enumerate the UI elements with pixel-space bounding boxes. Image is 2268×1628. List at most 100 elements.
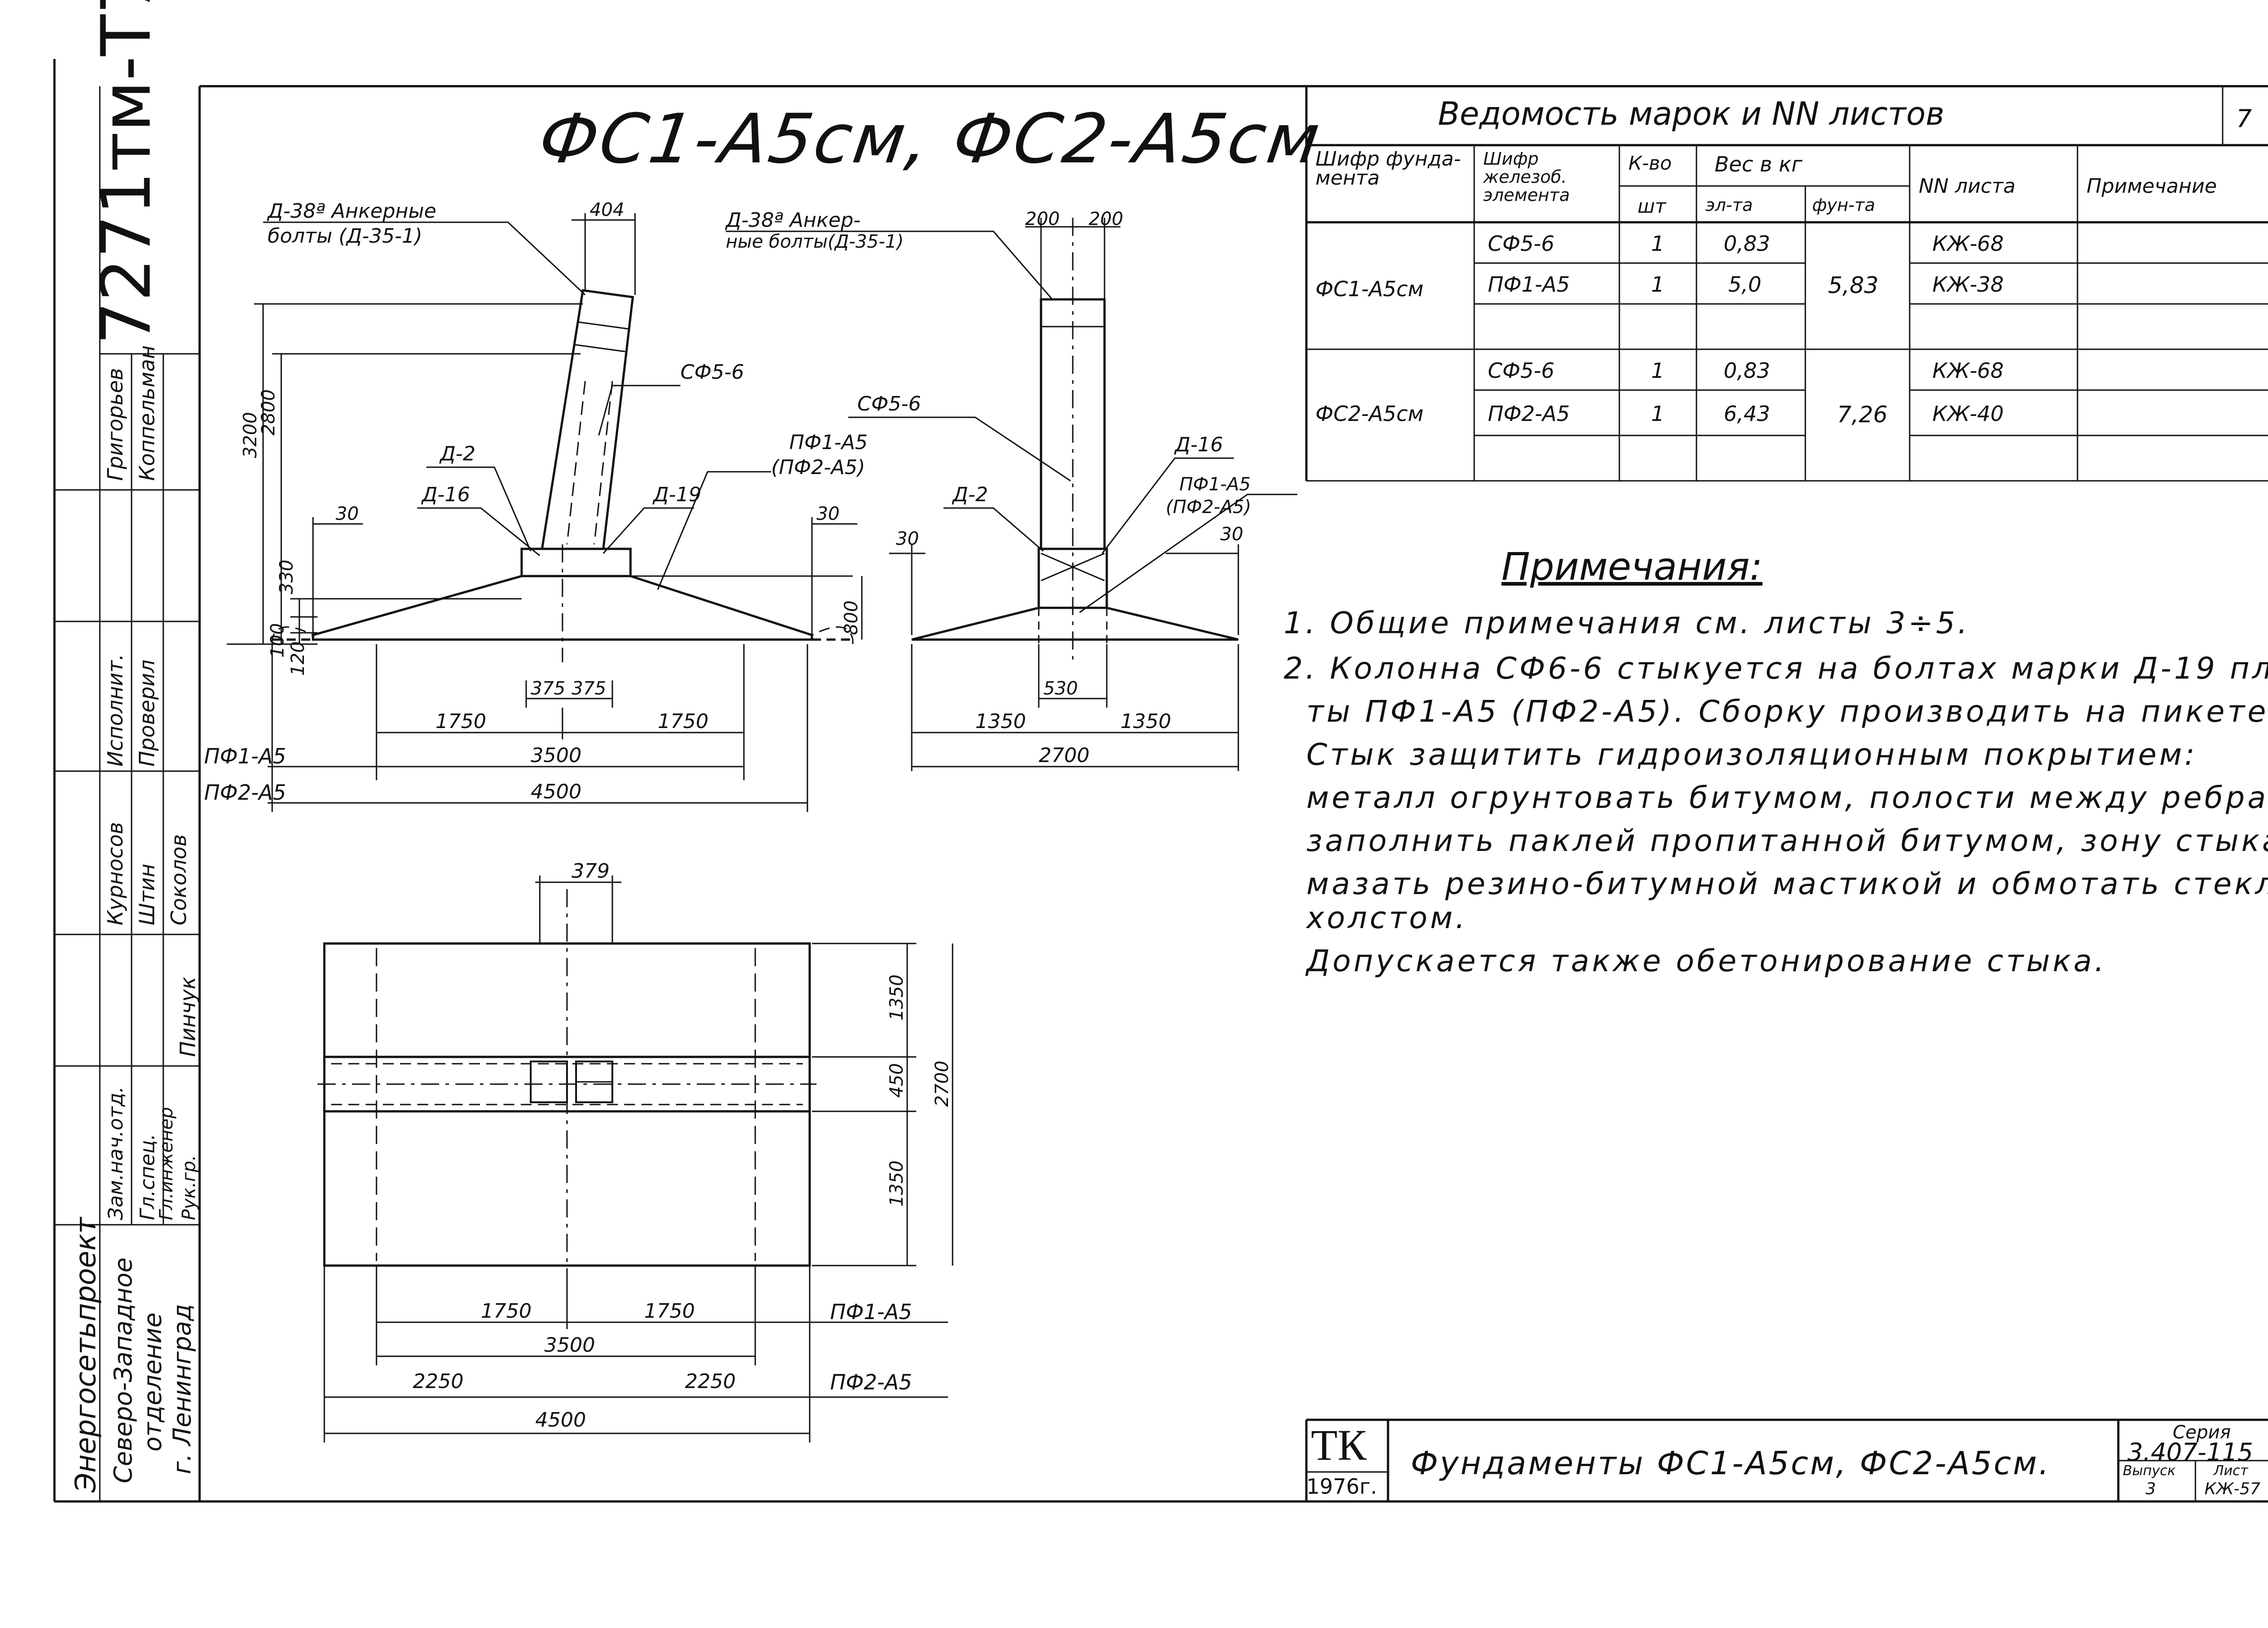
sheet-number: КЖ-57 [2204,1480,2261,1498]
drawing-title: ФС1-А5см, ФС2-А5см [534,100,1326,179]
label-anchor-right-2: ные болты(Д-35-1) [726,231,904,252]
dim-3200: 3200 [240,412,261,458]
issue-number: 3 [2146,1480,2156,1498]
row-qty-1: 1 [1651,231,1665,256]
dim-3500: 3500 [531,744,582,767]
row-sheet-4: КЖ-40 [1932,401,2004,426]
schedule-sheet-corner: 7 [2236,104,2252,133]
plan-label-pf2: ПФ2-А5 [830,1370,912,1394]
row-qty-4: 1 [1651,401,1665,426]
row-total-fs1: 5,83 [1828,272,1879,298]
row-sheet-3: КЖ-68 [1932,358,2004,383]
plan-dim-1350b: 1350 [886,1160,907,1207]
dim-530: 530 [1043,678,1078,699]
label-d19: Д-19 [653,483,702,506]
note-line-5: металл огрунтовать битумом, полости межд… [1306,780,2268,815]
label-d16-left: Д-16 [422,483,470,506]
plan-dim-1750a: 1750 [481,1300,532,1323]
dim-1350a: 1350 [975,710,1026,733]
row-element-3: СФ5-6 [1488,358,1554,383]
header-sheets: NN листа [1919,175,2016,198]
row-weight-3: 0,83 [1724,358,1770,383]
elevation-fs2 [726,218,1297,771]
elevation-fs1 [227,213,863,812]
issue-label: Выпуск [2123,1463,2176,1479]
label-pf-left-1: ПФ1-А5 [789,431,868,454]
stamp-city: г. Ленинград [168,1304,196,1474]
dim-330: 330 [276,560,297,594]
stamp-name-2: Штин [135,864,159,925]
label-pf2-a5: ПФ2-А5 [204,780,286,805]
label-anchor-left-2: болты (Д-35-1) [268,225,422,248]
row-weight-4: 6,43 [1724,401,1770,426]
plan-dim-2250a: 2250 [413,1370,464,1393]
dim-375a: 375 [531,678,566,699]
dim-2800: 2800 [258,389,279,435]
note-line-7: мазать резино-битумной мастикой и обмота… [1306,866,2268,901]
label-d2-left: Д-2 [440,442,476,465]
note-line-4: Стык защитить гидроизоляционным покрытие… [1306,737,2198,772]
dim-1750b: 1750 [658,710,709,733]
label-anchor-left-1: Д-38ª Анкерные [268,200,436,223]
header-element: Шифр железоб. элемента [1483,149,1570,205]
note-line-8: холстом. [1306,900,1468,935]
row-element-2: ПФ1-А5 [1488,272,1570,297]
note-line-3: ты ПФ1-А5 (ПФ2-А5). Сборку производить н… [1306,694,2268,729]
stamp-name-3: Соколов [166,834,191,925]
stamp-role-1: Зам.нач.отд. [104,1086,127,1220]
dim-200b: 200 [1089,209,1124,230]
label-pf-right-2: (ПФ2-А5) [1166,497,1251,518]
dim-404: 404 [590,200,625,220]
title-block-year: 1976г. [1306,1474,1377,1499]
side-stamp: 7271тм-Т78 Григорьев Коппельман Исполнит… [69,0,200,1493]
notes-heading: Примечания: [1501,544,1763,589]
note-line-6: заполнить паклей пропитанной битумом, зо… [1306,823,2268,858]
label-pf-left-2: (ПФ2-А5) [771,456,865,479]
label-d16-right: Д-16 [1175,433,1223,456]
rotated-dimension-labels: 3200 2800 330 100 120 800 1350 450 2700 … [240,389,953,1207]
plan-label-pf1: ПФ1-А5 [830,1300,912,1324]
row-total-fs2: 7,26 [1837,401,1888,428]
row-foundation-fs2: ФС2-А5см [1315,401,1424,426]
label-sf5-right: СФ5-6 [857,392,921,416]
dim-200a: 200 [1025,209,1060,230]
dim-30c: 30 [896,528,919,549]
header-weight-fnd: фун-та [1812,195,1875,215]
title-block-name: Фундаменты ФС1-А5см, ФС2-А5см. [1411,1445,2051,1482]
header-foundation: Шифр фунда-мента [1315,147,1461,190]
series-number: 3.407-115 [2127,1438,2253,1467]
label-sf5-left: СФ5-6 [680,361,744,384]
archive-number: 7271тм-Т78 [87,0,166,345]
plan-dim-3500: 3500 [544,1334,595,1357]
schedule-title: Ведомость марок и NN листов [1438,95,1945,132]
row-element-4: ПФ2-А5 [1488,401,1570,426]
stamp-name-1: Курносов [103,822,127,925]
plan-dim-4500: 4500 [535,1408,586,1432]
stamp-branch-2: отделение [138,1313,167,1452]
stamp-role-2: Гл.спец. [136,1134,159,1220]
stamp-role-2b: Проверил [135,660,159,767]
plan-dim-2700: 2700 [932,1061,953,1107]
series-label: Серия [2173,1422,2231,1443]
header-qty-unit: шт [1637,195,1666,217]
title-block-lines [1305,1418,2268,1501]
row-element-1: СФ5-6 [1488,231,1554,256]
dim-100: 100 [267,623,288,658]
plan-dim-379: 379 [572,860,610,883]
stamp-name-2a: Григорьев [103,368,127,481]
header-notes: Примечание [2087,175,2217,198]
label-d2-right: Д-2 [953,483,988,506]
label-anchor-right-1: Д-38ª Анкер- [726,209,861,232]
header-weight: Вес в кг [1715,152,1803,176]
sheet-label: Лист [2214,1463,2248,1479]
stamp-role-2a: Исполнит. [103,654,127,767]
dim-2700: 2700 [1039,744,1090,767]
note-line-2: 2. Колонна СФ6-6 стыкуется на болтах мар… [1284,651,2268,686]
stamp-org: Энергосетьпроект [69,1217,102,1493]
stamp-branch-1: Северо-Западное [109,1257,137,1483]
schedule-table-lines [1305,86,2268,482]
dim-4500: 4500 [531,780,582,803]
dim-375b: 375 [572,678,606,699]
